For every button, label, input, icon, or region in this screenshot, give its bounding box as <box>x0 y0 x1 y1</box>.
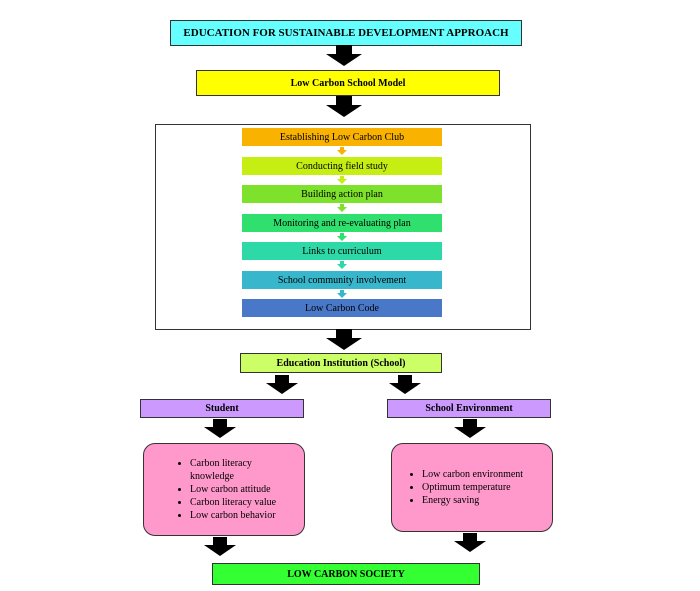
institution-box: Education Institution (School) <box>240 353 442 373</box>
step-2: Conducting field study <box>242 157 442 175</box>
step-label: Establishing Low Carbon Club <box>279 131 405 143</box>
step-label: Conducting field study <box>296 160 388 172</box>
arrow-down-icon <box>326 329 362 350</box>
arrow-down-icon <box>204 419 236 438</box>
model-text: Low Carbon School Model <box>290 77 406 89</box>
arrow-down-icon <box>266 375 298 394</box>
arrow-down-icon <box>204 537 236 556</box>
institution-text: Education Institution (School) <box>276 357 406 369</box>
mini-arrow-icon <box>337 261 347 269</box>
list-item: Carbon literacy value <box>190 496 276 509</box>
environment-title: School Environment <box>425 403 513 414</box>
student-box: Student <box>140 399 304 418</box>
list-item: Low carbon environment <box>422 468 523 481</box>
arrow-down-icon <box>389 375 421 394</box>
society-text: LOW CARBON SOCIETY <box>287 568 405 580</box>
step-label: Monitoring and re-evaluating plan <box>273 217 411 229</box>
step-6: School community involvement <box>242 271 442 289</box>
arrow-down-icon <box>326 45 362 66</box>
step-3: Building action plan <box>242 185 442 203</box>
mini-arrow-icon <box>337 147 347 155</box>
list-item: Energy saving <box>422 494 523 507</box>
model-box: Low Carbon School Model <box>196 70 500 96</box>
title-text: EDUCATION FOR SUSTAINABLE DEVELOPMENT AP… <box>183 27 509 39</box>
list-item: Carbon literacy knowledge <box>190 457 270 483</box>
step-4: Monitoring and re-evaluating plan <box>242 214 442 232</box>
environment-details-list: Low carbon environment Optimum temperatu… <box>392 468 523 507</box>
environment-box: School Environment <box>387 399 551 418</box>
title-box: EDUCATION FOR SUSTAINABLE DEVELOPMENT AP… <box>170 20 522 46</box>
list-item: Low carbon behavior <box>190 509 276 522</box>
arrow-down-icon <box>454 419 486 438</box>
mini-arrow-icon <box>337 233 347 241</box>
step-5: Links to curriculum <box>242 242 442 260</box>
mini-arrow-icon <box>337 290 347 298</box>
society-box: LOW CARBON SOCIETY <box>212 563 480 585</box>
mini-arrow-icon <box>337 176 347 184</box>
list-item: Optimum temperature <box>422 481 523 494</box>
step-label: Links to curriculum <box>302 245 382 257</box>
student-details-list: Carbon literacy knowledge Low carbon att… <box>144 457 276 522</box>
mini-arrow-icon <box>337 204 347 212</box>
arrow-down-icon <box>454 533 486 552</box>
step-1: Establishing Low Carbon Club <box>242 128 442 146</box>
step-label: Building action plan <box>301 188 383 200</box>
list-item: Low carbon attitude <box>190 483 276 496</box>
environment-details-box: Low carbon environment Optimum temperatu… <box>391 443 553 532</box>
step-label: School community involvement <box>277 274 407 286</box>
student-details-box: Carbon literacy knowledge Low carbon att… <box>143 443 305 536</box>
student-title: Student <box>205 403 239 414</box>
step-7: Low Carbon Code <box>242 299 442 317</box>
step-label: Low Carbon Code <box>305 302 379 314</box>
arrow-down-icon <box>326 96 362 117</box>
